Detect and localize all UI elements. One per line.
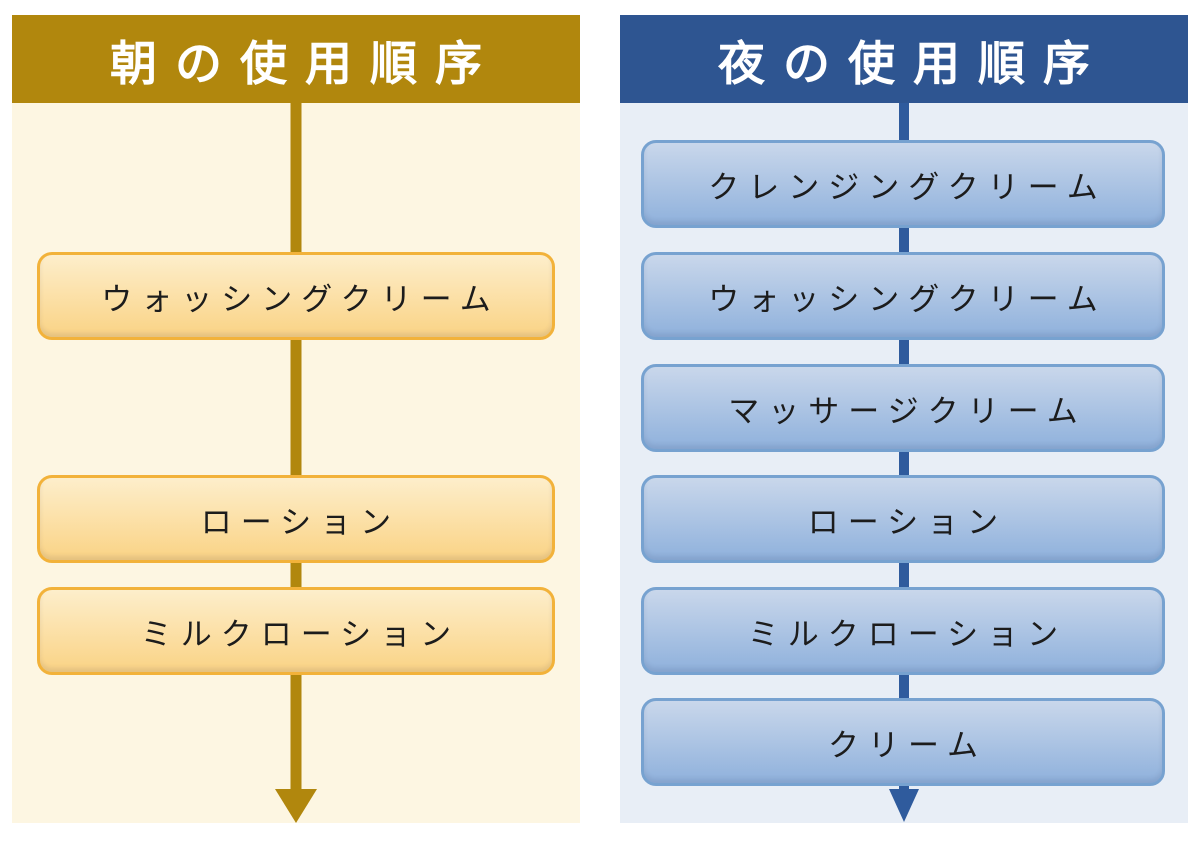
step-box: ローション (641, 475, 1165, 563)
down-arrow-icon (275, 789, 317, 823)
morning-panel-header: 朝の使用順序 (12, 15, 580, 103)
morning-panel-body: ウォッシングクリーム ローション ミルクローション (12, 103, 580, 823)
night-panel-body: クレンジングクリーム ウォッシングクリーム マッサージクリーム ローション ミル… (620, 103, 1188, 823)
step-box: ミルクローション (37, 587, 555, 675)
panel-title: 夜の使用順序 (718, 36, 1108, 90)
step-box: クレンジングクリーム (641, 140, 1165, 228)
step-box: ローション (37, 475, 555, 563)
night-panel: 夜の使用順序 クレンジングクリーム ウォッシングクリーム マッサージクリーム ロ… (620, 15, 1188, 823)
step-box: マッサージクリーム (641, 364, 1165, 452)
down-arrow-icon (889, 789, 919, 822)
night-panel-header: 夜の使用順序 (620, 15, 1188, 103)
step-box: ウォッシングクリーム (37, 252, 555, 340)
step-box: ミルクローション (641, 587, 1165, 675)
down-arrow-shaft (290, 103, 302, 791)
morning-panel: 朝の使用順序 ウォッシングクリーム ローション ミルクローション (12, 15, 580, 823)
step-box: クリーム (641, 698, 1165, 786)
panel-title: 朝の使用順序 (110, 36, 500, 90)
step-box: ウォッシングクリーム (641, 252, 1165, 340)
